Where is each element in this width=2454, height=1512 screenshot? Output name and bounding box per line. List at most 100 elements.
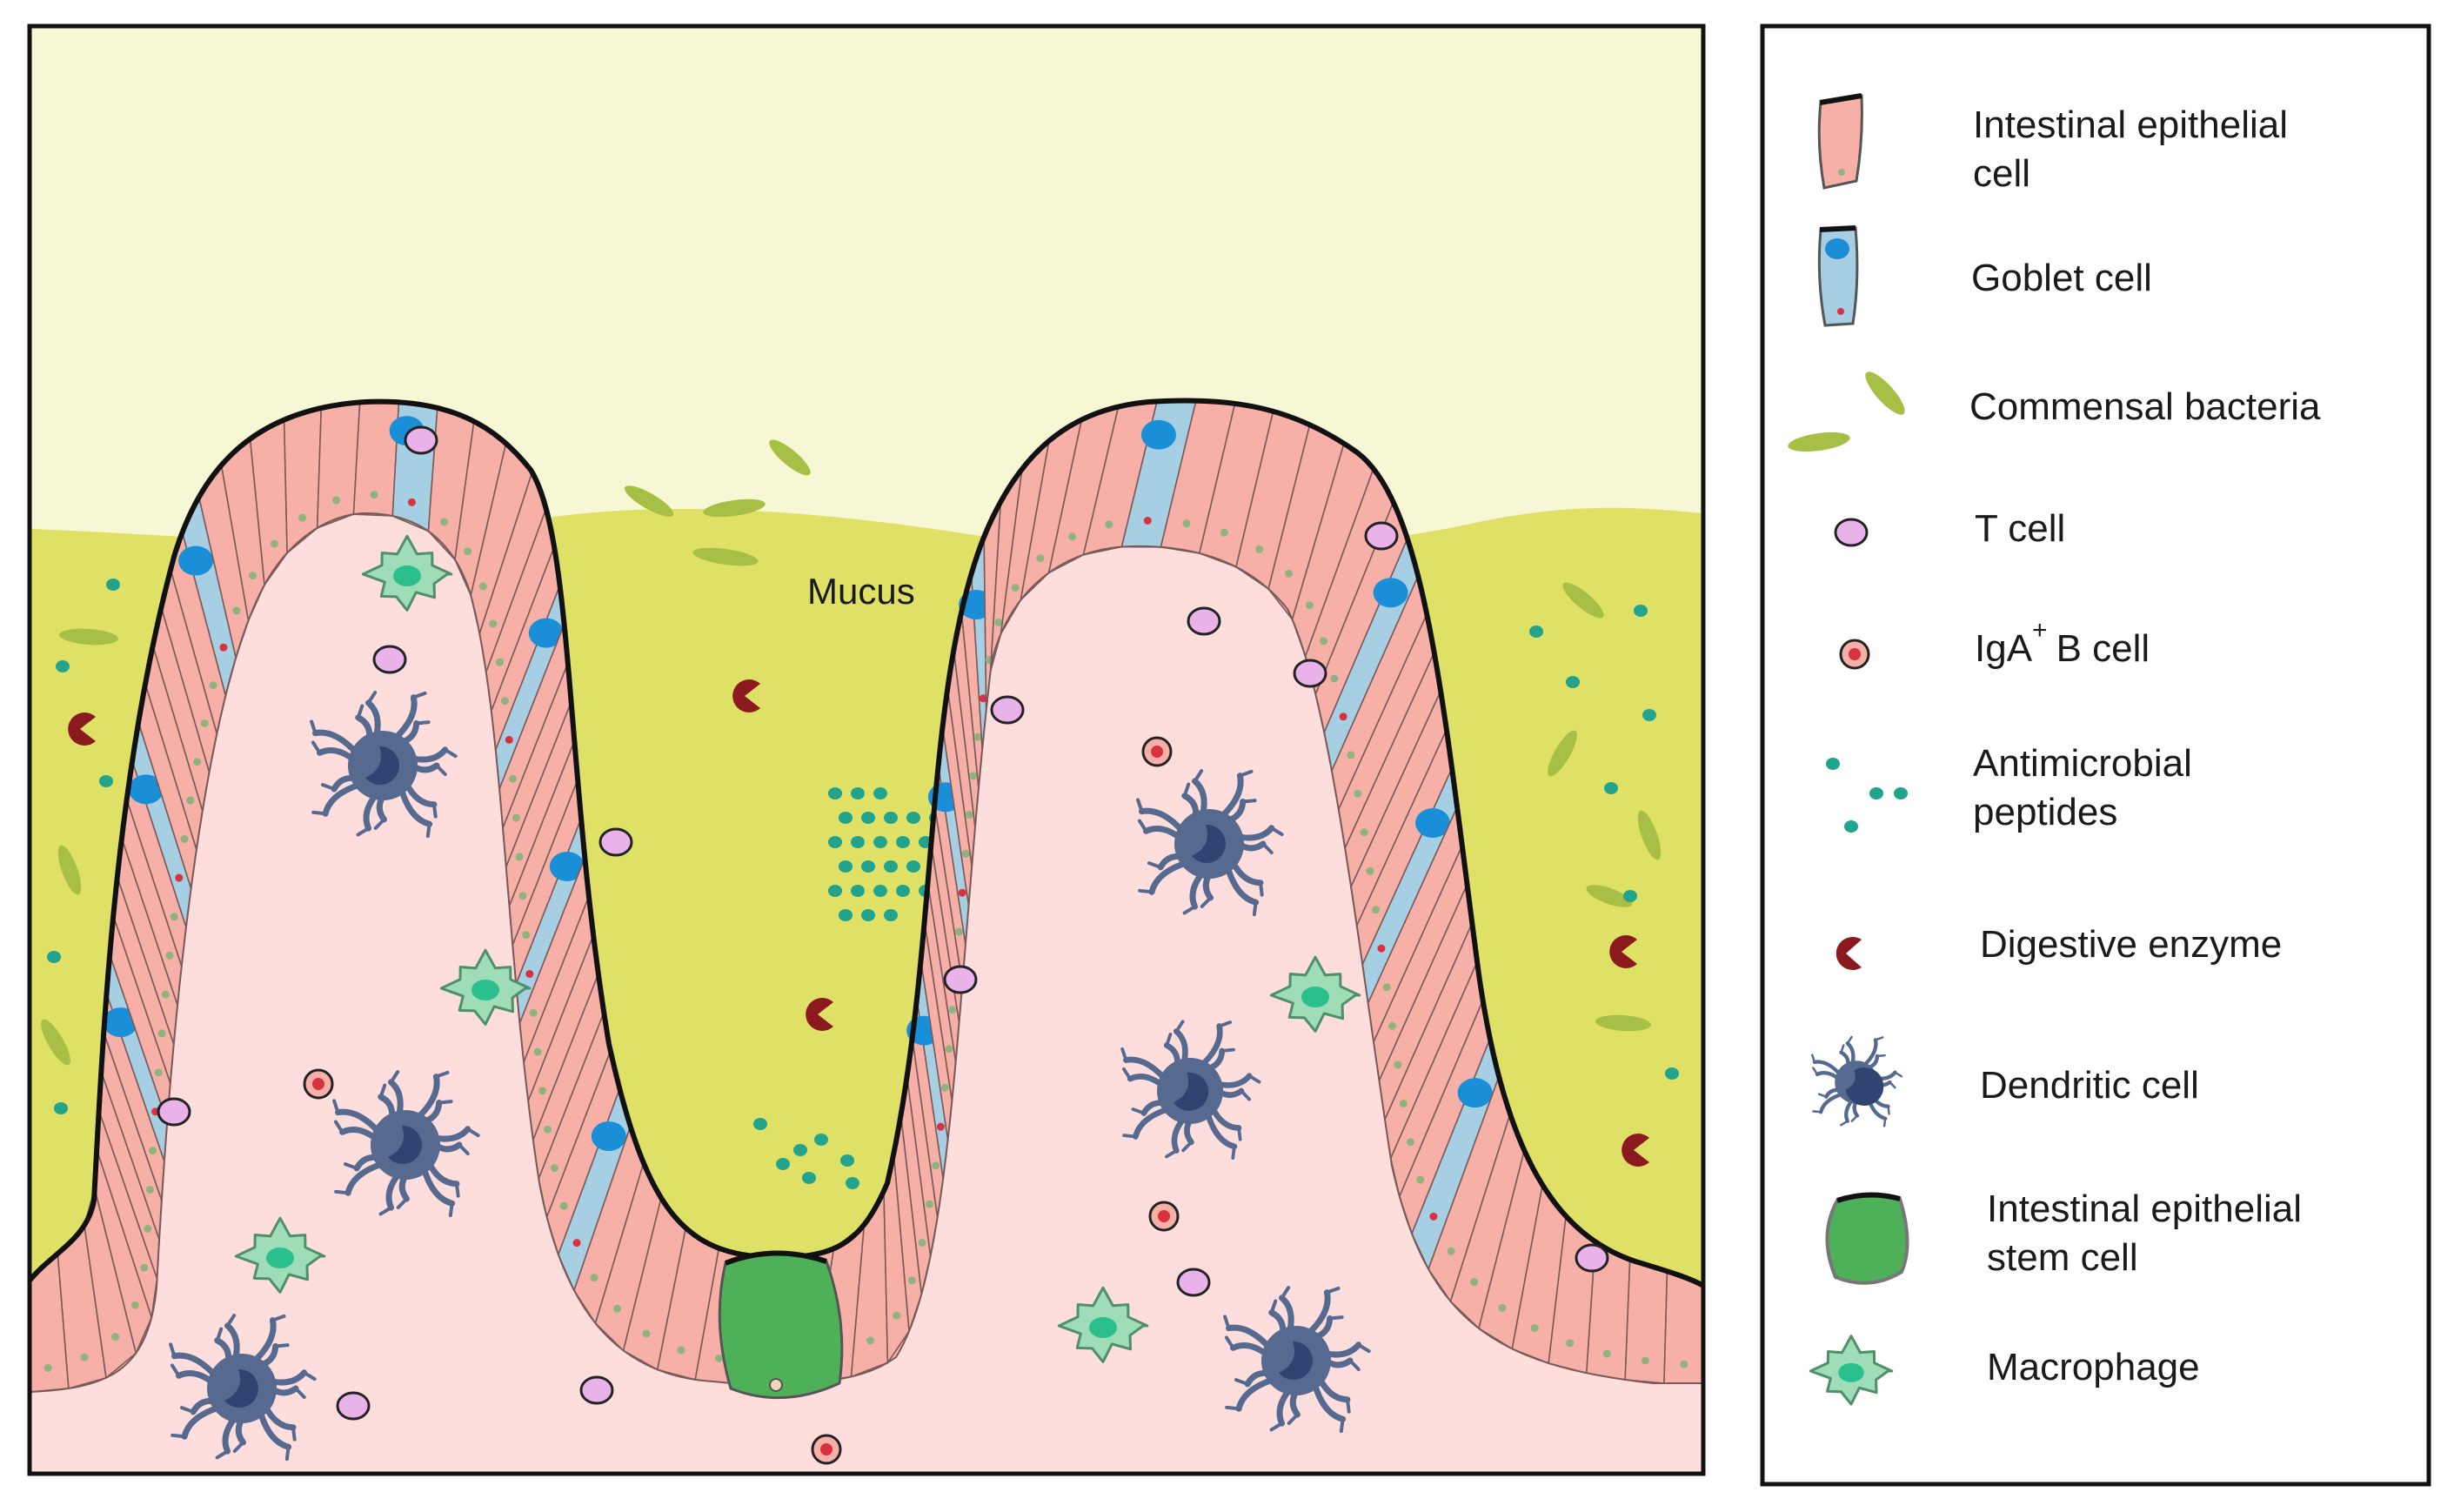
peptide-icon — [851, 787, 865, 799]
legend-label: Commensal bacteria — [1969, 385, 2321, 428]
lamina-propria-contents — [157, 425, 1609, 1465]
cell-nucleus — [522, 931, 531, 940]
dendrite — [334, 1189, 351, 1195]
cell-nucleus — [1182, 519, 1191, 528]
dendrite — [343, 1162, 359, 1170]
dendrite — [1327, 1315, 1344, 1321]
epithelial-cell — [352, 401, 400, 517]
t-cell-icon — [157, 1097, 191, 1127]
dendritic-cell-icon — [1810, 1035, 1903, 1127]
peptide-icon — [99, 775, 113, 787]
cell-nucleus — [1105, 520, 1113, 529]
macrophage-icon — [1057, 1286, 1149, 1363]
dendrite — [437, 1100, 453, 1105]
dendrite — [1200, 895, 1213, 908]
dendrite — [1280, 1286, 1291, 1300]
peptide-icon — [896, 885, 910, 897]
stem-cell-icon — [1825, 1193, 1909, 1285]
cell-nucleus — [193, 758, 202, 766]
dendritic-nucleus — [365, 746, 399, 785]
legend-item-stem-cell: Intestinal epithelial stem cell — [1825, 1188, 2302, 1285]
peptide-icon — [828, 836, 842, 848]
macrophage-icon — [1809, 1335, 1894, 1406]
dendrite — [284, 1445, 291, 1462]
peptide-icon — [884, 812, 898, 824]
enzyme-icon — [732, 679, 760, 713]
peptide-icon — [814, 1134, 828, 1146]
cell-nucleus — [973, 733, 982, 741]
t-cell-icon — [1293, 659, 1327, 688]
peptide-icon — [47, 951, 61, 963]
goblet-nucleus — [1140, 419, 1176, 450]
dendrite — [378, 1206, 393, 1216]
dendrite — [169, 1342, 177, 1358]
dendrite — [356, 826, 371, 837]
svg-text:Goblet cell: Goblet cell — [1971, 257, 2152, 299]
peptide-icon — [896, 836, 910, 848]
peptide-icon — [776, 1158, 790, 1170]
cell-nucleus — [111, 1333, 120, 1341]
dendrite — [311, 740, 322, 755]
dendrite — [1817, 1093, 1828, 1098]
cell-nucleus — [157, 1029, 166, 1038]
cell-nucleus — [1416, 1175, 1425, 1184]
dendrite — [465, 1127, 480, 1138]
dendrite — [434, 1070, 450, 1079]
peptide-icon — [793, 1144, 807, 1156]
dendritic-nucleus — [1279, 1341, 1313, 1380]
cell-nucleus — [961, 849, 970, 858]
bacteria-icon — [1788, 432, 1850, 452]
svg-text:IgA+B cell: IgA+B cell — [1975, 616, 2150, 670]
dendrite — [1138, 888, 1154, 894]
macrophage-nucleus — [266, 1248, 294, 1268]
cell-nucleus — [1320, 637, 1328, 646]
dendrite — [1182, 905, 1197, 915]
legend-label: Goblet cell — [1971, 257, 2152, 299]
mucus-contents — [41, 439, 1679, 1189]
peptide-icon — [839, 860, 853, 873]
t-cell-icon — [1176, 1268, 1211, 1297]
dendrite — [396, 1196, 409, 1209]
scene-panel: Mucus — [30, 26, 1703, 1474]
dendrite — [1345, 1397, 1351, 1414]
dendritic-nucleus — [1845, 1067, 1884, 1106]
svg-text:T cell: T cell — [1975, 507, 2065, 550]
dendrite — [215, 1327, 224, 1342]
dendrite — [435, 764, 447, 777]
cell-nucleus — [714, 1354, 723, 1362]
dendrite — [1348, 1359, 1361, 1372]
legend-label: Dendritic cell — [1980, 1064, 2199, 1107]
dendrite — [232, 1440, 245, 1453]
legend-label: T cell — [1975, 507, 2065, 550]
dendrite — [1122, 1067, 1132, 1080]
macrophage-icon — [361, 534, 453, 612]
svg-text:cell: cell — [1973, 152, 2030, 195]
legend-item-dendritic-cell: Dendritic cell — [1810, 1035, 2199, 1127]
cell-nucleus — [1377, 944, 1386, 953]
dendrite — [1812, 1067, 1819, 1076]
dendrite — [1137, 819, 1148, 833]
legend-label: Macrophage — [1987, 1346, 2200, 1388]
epithelium — [30, 398, 1703, 1474]
cell-nucleus — [965, 811, 973, 820]
dendrite — [1224, 1335, 1235, 1350]
dendrite — [1874, 1036, 1884, 1041]
dendrite — [1356, 1342, 1371, 1354]
dendrite — [1258, 880, 1264, 897]
cell-nucleus — [1143, 516, 1152, 525]
dendrite — [170, 1363, 181, 1378]
cell-nucleus — [232, 606, 241, 615]
dendrite — [389, 1070, 400, 1084]
cell-nucleus — [1011, 584, 1020, 592]
macrophage-nucleus — [471, 980, 499, 1000]
t-cell-icon — [1364, 521, 1399, 551]
legend-label: cell — [1973, 152, 2030, 195]
peptide-icon — [802, 1172, 816, 1184]
dendrite — [310, 719, 318, 735]
peptide-icon — [1844, 820, 1858, 833]
peptide-icon — [840, 1154, 854, 1167]
t-cell-icon — [943, 965, 978, 994]
dendrite — [333, 1120, 344, 1134]
cell-nucleus — [209, 681, 217, 690]
cell-nucleus — [154, 1068, 163, 1077]
